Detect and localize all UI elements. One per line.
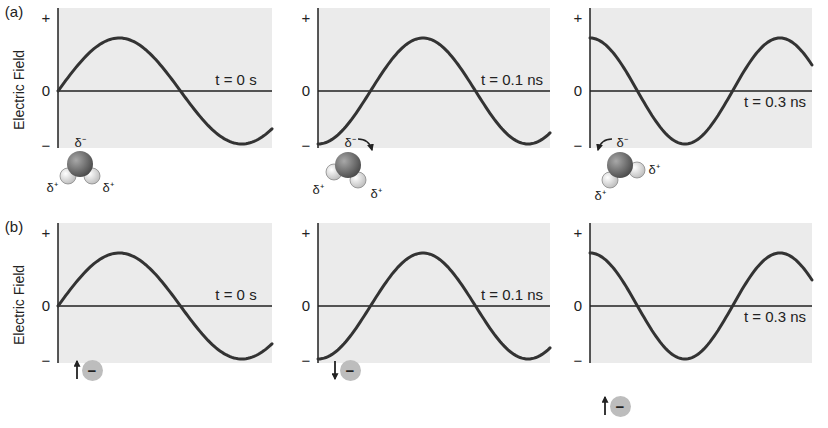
motion-arrow: [76, 361, 78, 379]
partial-charge: δ⁺: [46, 181, 57, 195]
plot-ground: [58, 223, 272, 363]
axis-tick: −: [302, 353, 311, 370]
time-label: t = 0 s: [215, 72, 256, 89]
axis-tick: +: [302, 10, 311, 27]
ion-charge: −: [616, 399, 625, 414]
plot-axis: [318, 8, 550, 148]
plot-axis: [590, 8, 812, 148]
axis-tick: +: [42, 10, 51, 27]
water-molecule: [602, 152, 645, 188]
axis-tick: 0: [302, 83, 310, 100]
time-label: t = 0.3 ns: [744, 309, 806, 326]
field-wave: [318, 253, 550, 359]
axis-tick: −: [42, 353, 51, 370]
axis-tick: +: [574, 225, 583, 242]
field-wave: [58, 38, 272, 144]
axis-tick: +: [574, 10, 583, 27]
partial-charge: δ⁻: [74, 136, 85, 150]
partial-charge: δ⁺: [594, 189, 605, 203]
axis-tick: −: [574, 138, 583, 155]
field-wave: [58, 253, 272, 359]
panel-letter: (b): [5, 219, 23, 236]
partial-charge: δ⁺: [370, 187, 381, 201]
partial-charge: δ⁺: [648, 163, 659, 177]
axis-tick: −: [302, 138, 311, 155]
water-molecule: [60, 151, 100, 184]
ion-circle: −: [610, 396, 631, 417]
rotation-arrow: [598, 139, 612, 150]
ion-charge: −: [88, 363, 97, 378]
axis-tick: −: [42, 138, 51, 155]
axis-title: Electric Field: [12, 50, 27, 130]
field-wave: [590, 253, 812, 359]
axis-tick: +: [302, 225, 311, 242]
field-wave: [318, 38, 550, 144]
motion-arrow: [604, 397, 606, 415]
axis-tick: 0: [42, 298, 50, 315]
axis-tick: 0: [42, 83, 50, 100]
plot-axis: [58, 8, 272, 148]
plot-ground: [58, 8, 272, 148]
partial-charge: δ⁻: [344, 136, 355, 150]
time-label: t = 0.3 ns: [744, 94, 806, 111]
plot-axis: [590, 223, 812, 363]
partial-charge: δ⁺: [312, 183, 323, 197]
field-wave: [590, 38, 812, 144]
time-label: t = 0.1 ns: [481, 287, 543, 304]
plot-ground: [318, 223, 550, 363]
plot-axis: [58, 223, 272, 363]
ion-charge: −: [346, 363, 355, 378]
partial-charge: δ⁺: [102, 181, 113, 195]
plot-ground: [590, 8, 812, 148]
ion-circle: −: [82, 360, 103, 381]
time-label: t = 0 s: [215, 287, 256, 304]
partial-charge: δ⁻: [616, 136, 627, 150]
axis-tick: −: [574, 353, 583, 370]
ion-circle: −: [340, 360, 361, 381]
motion-arrow: [334, 361, 336, 379]
time-label: t = 0.1 ns: [481, 72, 543, 89]
axis-title: Electric Field: [12, 265, 27, 345]
water-molecule: [326, 152, 366, 188]
plot-ground: [590, 223, 812, 363]
axis-tick: 0: [302, 298, 310, 315]
axis-tick: 0: [574, 83, 582, 100]
axis-tick: 0: [574, 298, 582, 315]
rotation-arrow: [358, 139, 372, 150]
panel-letter: (a): [5, 4, 23, 21]
plot-axis: [318, 223, 550, 363]
plot-ground: [318, 8, 550, 148]
axis-tick: +: [42, 225, 51, 242]
